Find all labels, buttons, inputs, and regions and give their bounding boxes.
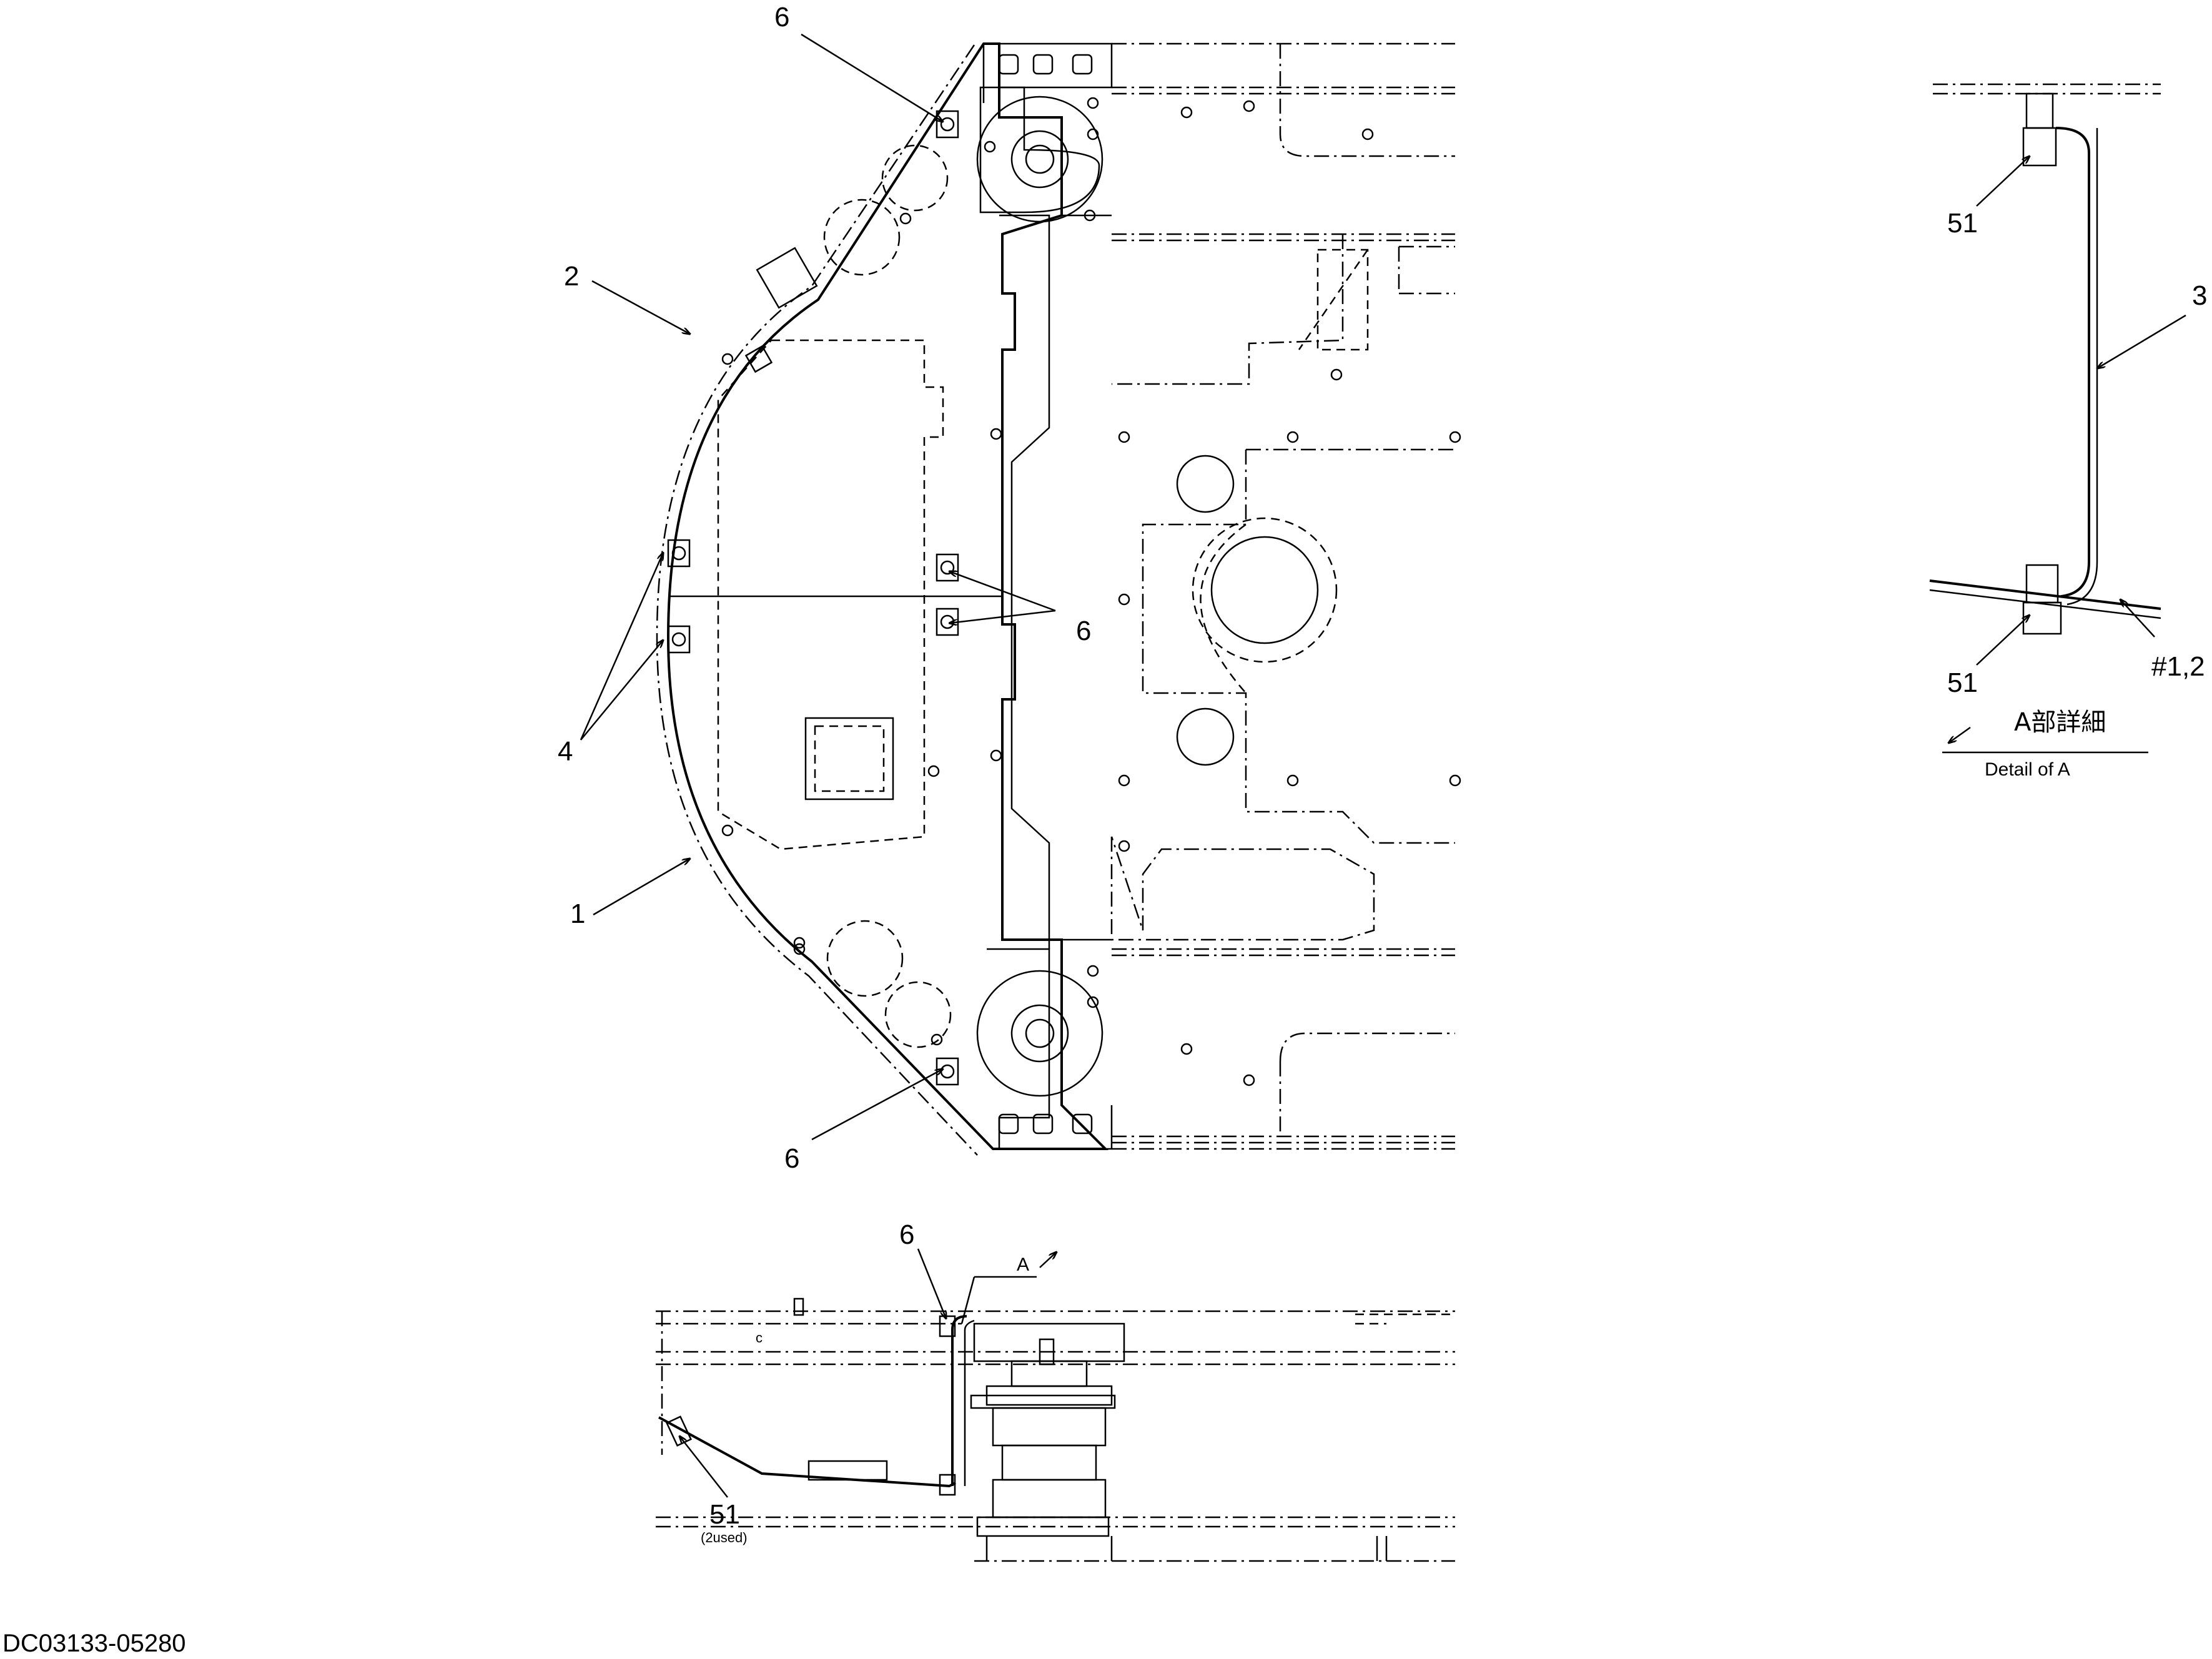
small-holes (721, 97, 1461, 1086)
port-bottom-2 (884, 981, 952, 1048)
frame-tab-right (1316, 249, 1369, 351)
svg-text:c: c (756, 1330, 763, 1346)
callout-12: #1,2 (2151, 651, 2205, 682)
inner-square-inner (814, 725, 885, 792)
detail-callouts: 51 3 51 #1,2 A部詳細 Detail of A (1942, 156, 2207, 780)
lower-boss-inner (1025, 1018, 1055, 1048)
drawing-code: DC03133-05280 (2, 1630, 186, 1657)
callout-6-top: 6 (774, 2, 789, 32)
swing-circle-inner (1210, 536, 1319, 644)
upper-boss-outer (976, 96, 1104, 223)
callout-51-side: 51 (709, 1499, 740, 1530)
callout-6-mid: 6 (1076, 616, 1091, 646)
callout-6-side: 6 (899, 1219, 914, 1250)
frame-center-dash-b (1110, 836, 1375, 941)
frame-rail-top (1112, 86, 1455, 95)
port-bottom-1 (826, 920, 904, 997)
callout-51-note: (2used) (701, 1530, 748, 1545)
boss-circle-top (1176, 455, 1235, 513)
inner-square-outer (804, 717, 894, 800)
swing-circle-outer (1192, 517, 1338, 663)
callout-6-bottom: 6 (784, 1143, 799, 1174)
cover-outline-inner (656, 44, 978, 1156)
boss-circle-bot (1176, 707, 1235, 766)
frame-mid-dash (1112, 233, 1455, 385)
frame-right-dash (1398, 245, 1455, 295)
bolt-clamps (667, 110, 959, 1086)
swing-arc-left (1200, 523, 1247, 694)
frame-upper-boss (979, 86, 1100, 214)
port-top-2 (823, 199, 901, 276)
frame-outline (984, 42, 1113, 89)
callout-2: 2 (564, 261, 579, 292)
callout-4: 4 (558, 736, 573, 767)
callout-51-detail-top: 51 (1947, 208, 1978, 239)
lower-boss-mid (1010, 1004, 1069, 1063)
callout-51-detail-bottom: 51 (1947, 667, 1978, 698)
inner-panel (717, 339, 944, 850)
frame-top-dash (1112, 42, 1455, 157)
frame-upper-arm (982, 44, 1050, 949)
upper-boss-mid (1010, 130, 1069, 189)
frame-bottom-dash (1112, 948, 1455, 1150)
cover-outline (666, 42, 1108, 1150)
upper-boss-inner (1025, 144, 1055, 174)
frame-center-web (1062, 214, 1112, 941)
section-a-label: A (1017, 1254, 1029, 1275)
callout-1: 1 (570, 898, 585, 929)
side-callouts: 6 A 51 (2used) (679, 1219, 1057, 1545)
frame-diagonal-1 (1298, 249, 1369, 350)
detail-a (1929, 83, 2161, 635)
frame-lower-arm (987, 948, 1113, 1150)
frame-center-dash (1142, 448, 1455, 844)
side-view: c (656, 1297, 1455, 1562)
frame-rail-bot (1112, 1135, 1455, 1144)
detail-title-en: Detail of A (1985, 759, 2070, 780)
plan-callouts: 6 2 6 4 1 6 (558, 2, 1091, 1174)
callout-3: 3 (2192, 280, 2207, 311)
detail-title-jp: A部詳細 (2014, 708, 2106, 737)
port-top-3 (756, 247, 818, 309)
plan-view (656, 42, 1461, 1156)
port-top-1 (881, 144, 949, 212)
lower-boss-outer (976, 970, 1104, 1097)
